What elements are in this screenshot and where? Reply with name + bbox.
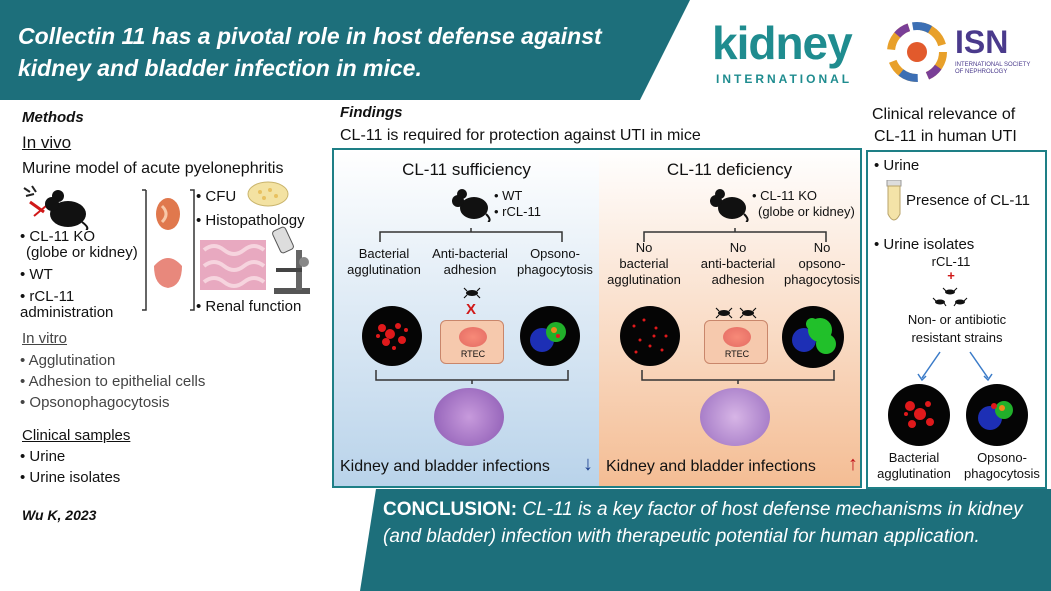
microscope-icon	[272, 226, 310, 294]
deficiency-mouse-ko-detail: (globe or kidney)	[758, 204, 855, 219]
isn-logo: ISN INTERNATIONAL SOCIETY OF NEPHROLOGY	[885, 20, 1035, 84]
conclusion-body: CL-11 is a key factor of host defense me…	[383, 499, 1023, 547]
clinical-presence: Presence of CL-11	[906, 192, 1030, 209]
urine-tube-icon	[886, 180, 902, 221]
deficiency-effect-agglutination: No bacterial agglutination	[607, 240, 681, 287]
model-text: Murine model of acute pyelonephritis	[22, 160, 284, 177]
clinical-title-line1: Clinical relevance of	[872, 106, 1016, 123]
sufficiency-branch-bracket	[379, 228, 563, 242]
sufficiency-merge-bracket	[375, 370, 569, 384]
sufficiency-effect-agglutination: Bacterial agglutination	[347, 246, 421, 277]
deficiency-rtec-cell: RTEC	[704, 320, 768, 364]
sufficiency-effect-phagocytosis: Opsono- phagocytosis	[517, 246, 593, 277]
human-phagocytosis-micrograph	[966, 384, 1028, 446]
header-banner	[0, 0, 690, 100]
deficiency-effect-phagocytosis: No opsono- phagocytosis	[784, 240, 860, 287]
footer-banner	[360, 489, 1051, 591]
clinical-item-isolates: • Urine isolates	[20, 469, 121, 486]
conclusion-lead: CONCLUSION:	[383, 499, 518, 520]
in-vitro-heading: In vitro	[22, 330, 68, 347]
conclusion-text: CONCLUSION: CL-11 is a key factor of hos…	[383, 496, 1043, 550]
clinical-isolates: • Urine isolates	[874, 236, 975, 253]
human-agglutination-label: Bacterial agglutination	[877, 450, 951, 481]
clinical-item-urine: • Urine	[20, 448, 66, 465]
in-vitro-item-agglutination: • Agglutination	[20, 352, 116, 369]
clinical-rcl11: rCL-11	[931, 254, 971, 269]
kidney-logo-word: kidney	[712, 17, 853, 69]
sufficiency-mouse-wt: • WT	[494, 188, 523, 203]
readout-histopathology: • Histopathology	[196, 212, 305, 229]
mouse-icon	[710, 189, 749, 222]
isn-logo-sub: INTERNATIONAL SOCIETY OF NEPHROLOGY	[955, 62, 1031, 75]
sufficiency-rtec-label: RTEC	[460, 349, 486, 359]
deficiency-effect-adhesion: No anti-bacterial adhesion	[700, 240, 776, 287]
split-arrows-icon	[917, 351, 993, 382]
organ-bracket-graphic	[142, 189, 195, 311]
clinical-strains-line2: resistant strains	[911, 330, 1003, 345]
findings-frame	[332, 148, 862, 488]
agglutination-micrograph	[362, 306, 422, 366]
group-rcl11-detail: administration	[20, 304, 114, 321]
sufficiency-effect-adhesion: Anti-bacterial adhesion	[432, 246, 508, 277]
phagocytosis-micrograph	[520, 306, 580, 366]
readout-cfu: • CFU	[196, 188, 237, 205]
clinical-relevance-frame	[866, 150, 1047, 489]
human-agglutination-micrograph	[888, 384, 950, 446]
sufficiency-mouse-rcl11: • rCL-11	[494, 204, 541, 219]
clinical-title-line2: CL-11 in human UTI	[874, 128, 1017, 145]
adhesion-block-mark: X	[466, 301, 477, 318]
sufficiency-heading: CL-11 sufficiency	[402, 160, 531, 179]
clinical-plus: +	[947, 268, 955, 283]
histology-slide-icon	[200, 240, 266, 290]
bacteria-cluster-icon	[932, 287, 968, 307]
isn-emblem-icon	[887, 22, 947, 82]
human-phagocytosis-label: Opsono- phagocytosis	[964, 450, 1040, 481]
citation: Wu K, 2023	[22, 507, 97, 523]
clinical-urine: • Urine	[874, 157, 920, 174]
arrow-up-icon: ↑	[848, 453, 858, 475]
page-title: Collectin 11 has a pivotal role in host …	[18, 23, 602, 81]
isn-logo-word: ISN	[955, 24, 1009, 60]
group-rcl11: • rCL-11	[20, 288, 75, 305]
in-vitro-item-adhesion: • Adhesion to epithelial cells	[20, 373, 206, 390]
sufficiency-rtec-cell: RTEC	[440, 320, 504, 364]
no-phagocytosis-micrograph	[782, 306, 844, 368]
clinical-samples-heading: Clinical samples	[22, 427, 131, 444]
adhered-bacteria-icon	[715, 307, 757, 319]
deficiency-outcome: Kidney and bladder infections	[606, 458, 816, 475]
group-ko: • CL-11 KO	[20, 228, 95, 245]
findings-subtitle: CL-11 is required for protection against…	[340, 127, 701, 144]
kidney-logo-sub: INTERNATIONAL	[716, 72, 853, 86]
no-agglutination-micrograph	[620, 306, 680, 366]
deficiency-merge-bracket	[641, 370, 835, 384]
methods-title: Methods	[22, 109, 84, 126]
in-vitro-item-phagocytosis: • Opsonophagocytosis	[20, 394, 170, 411]
deficiency-kidney-tissue	[700, 388, 770, 446]
deficiency-heading: CL-11 deficiency	[666, 160, 793, 179]
deficiency-branch-bracket	[643, 228, 827, 242]
infected-mouse-icon	[23, 185, 89, 230]
bacterium-icon	[463, 287, 481, 299]
findings-title: Findings	[340, 104, 403, 121]
rtec-nucleus	[459, 327, 487, 347]
kidney-international-logo: kidney INTERNATIONAL	[712, 20, 868, 86]
rtec-nucleus	[723, 327, 751, 347]
petri-dish-icon	[247, 181, 289, 207]
in-vivo-heading: In vivo	[22, 133, 72, 152]
deficiency-rtec-label: RTEC	[724, 349, 750, 359]
deficiency-mouse-ko: • CL-11 KO	[752, 188, 817, 203]
sufficiency-outcome: Kidney and bladder infections	[340, 458, 550, 475]
group-ko-detail: (globe or kidney)	[26, 244, 138, 261]
readout-renal-function: • Renal function	[196, 298, 302, 315]
arrow-down-icon: ↓	[583, 453, 593, 475]
clinical-strains-line1: Non- or antibiotic	[907, 312, 1007, 327]
group-wt: • WT	[20, 266, 53, 283]
mouse-icon	[452, 189, 491, 222]
sufficiency-kidney-tissue	[434, 388, 504, 446]
